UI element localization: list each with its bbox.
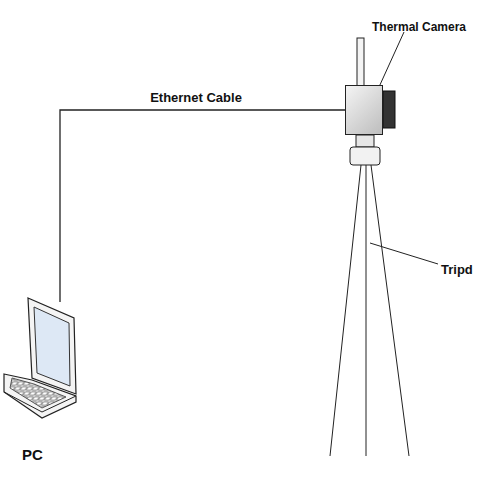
thermal-camera: Thermal Camera: [345, 85, 383, 135]
node-label: PC: [22, 446, 43, 463]
tripod-head: [350, 147, 380, 165]
camera-lens: [383, 91, 395, 128]
edge-label: Ethernet Cable: [150, 90, 242, 105]
callout-label: Thermal Camera: [372, 20, 466, 34]
leader-line: [370, 243, 438, 264]
tripod-leg: [371, 165, 409, 456]
tripod-leg: [366, 165, 367, 456]
part-label: Tripd: [441, 262, 473, 277]
ethernet-cable: [60, 110, 345, 302]
antenna: [357, 38, 364, 86]
tripod-leg: [330, 165, 361, 456]
pc-laptop: PC: [2, 296, 78, 420]
laptop-shape: [2, 296, 78, 420]
camera-mount: [356, 135, 374, 147]
